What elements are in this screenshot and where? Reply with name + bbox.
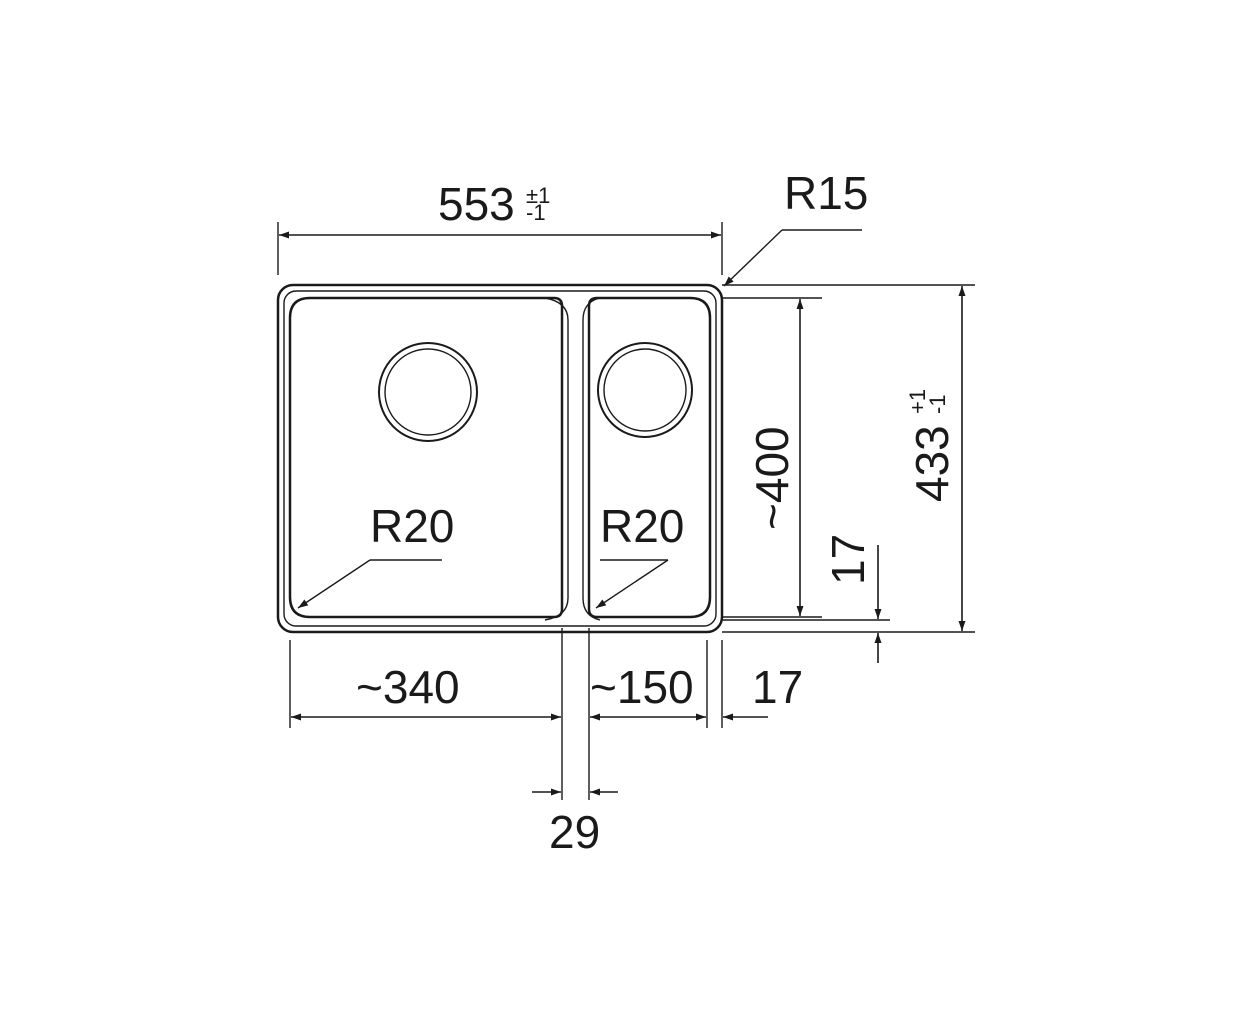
- right-bowl: [587, 296, 712, 619]
- corner-radius-callout: R15: [723, 167, 868, 287]
- right-bowl-radius-label: R20: [600, 500, 684, 552]
- right-drain: [597, 342, 693, 438]
- overall-depth-dimension: 433 +1 -1: [722, 284, 975, 633]
- overall-depth-tolerance-minus: -1: [925, 394, 950, 414]
- right-bowl-width-label: ~150: [590, 661, 694, 713]
- left-bowl-radius-callout: R20: [297, 500, 454, 609]
- left-drain-inner: [384, 348, 472, 436]
- right-drain-inner: [603, 348, 687, 432]
- left-bowl-width-label: ~340: [356, 661, 460, 713]
- corner-radius-label: R15: [784, 167, 868, 219]
- right-rim-label: 17: [752, 661, 803, 713]
- overall-width-tolerance-minus: -1: [526, 200, 546, 225]
- left-bowl: [288, 296, 564, 619]
- overall-depth-label: 433: [906, 425, 958, 502]
- overall-width-label: 553: [438, 178, 515, 230]
- left-bowl-radius-label: R20: [370, 500, 454, 552]
- inner-rim: [283, 290, 717, 627]
- bowl-depth-label: ~400: [746, 426, 798, 530]
- overall-depth-tolerance-plus: +1: [905, 389, 930, 414]
- bowl-depth-dimension: ~400: [722, 297, 822, 618]
- bottom-width-dimensions: ~340 ~150 17 29: [289, 628, 803, 858]
- divider-width-label: 29: [549, 806, 600, 858]
- sink-outline: [276, 283, 724, 634]
- overall-width-tolerance-plus: ±1: [526, 183, 550, 208]
- overall-width-dimension: 553 ±1 -1: [277, 178, 723, 275]
- right-bowl-radius-callout: R20: [595, 500, 684, 609]
- bowl-divider: [544, 297, 601, 621]
- bottom-rim-dimension: 17: [722, 534, 890, 663]
- left-drain: [378, 342, 478, 442]
- outer-rim: [276, 283, 724, 634]
- bottom-rim-label: 17: [822, 534, 874, 585]
